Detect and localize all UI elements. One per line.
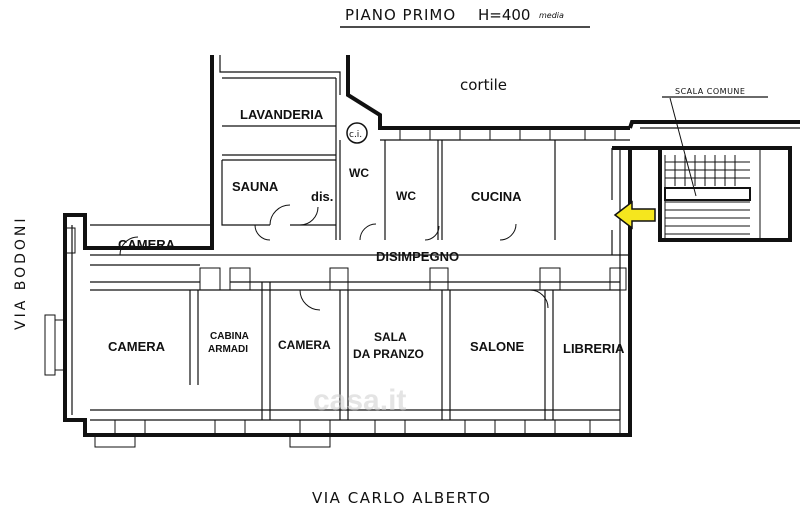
room-sauna: SAUNA [232, 179, 279, 194]
door-swings [119, 204, 549, 311]
room-camera-main: CAMERA [108, 339, 166, 354]
room-dis: dis. [311, 189, 333, 204]
room-cucina: CUCINA [471, 189, 522, 204]
room-camera-top: CAMERA [118, 237, 176, 252]
room-sala-line1: SALA [374, 330, 407, 344]
plan-title: PIANO PRIMO [345, 6, 456, 24]
courtyard-label: cortile [460, 76, 507, 94]
street-bottom: VIA CARLO ALBERTO [312, 489, 491, 507]
room-sala-line2: DA PRANZO [353, 347, 424, 361]
room-camera-small: CAMERA [278, 338, 331, 352]
room-wc-1: WC [349, 166, 369, 180]
room-cabina-line1: CABINA [210, 331, 249, 342]
ci-symbol [346, 122, 368, 144]
common-stair-label: SCALA COMUNE [675, 87, 745, 96]
windows [44, 127, 627, 448]
watermark: casa.it [313, 384, 406, 417]
street-left: VIA BODONI [13, 215, 29, 330]
room-cabina-line2: ARMADI [208, 344, 248, 355]
room-lavanderia: LAVANDERIA [240, 107, 324, 122]
room-salone: SALONE [470, 339, 525, 354]
entry-arrow [613, 200, 656, 230]
plan-height: H=400 [478, 6, 530, 24]
room-libreria: LIBRERIA [563, 341, 625, 356]
room-disimpegno: DISIMPEGNO [376, 249, 459, 264]
room-wc-2: WC [396, 189, 416, 203]
ci-label: c.i. [349, 130, 362, 140]
outer-walls [63, 55, 800, 437]
inner-wall-lines [71, 55, 800, 421]
common-stair [664, 150, 761, 240]
plan-height-note: media [539, 11, 564, 20]
